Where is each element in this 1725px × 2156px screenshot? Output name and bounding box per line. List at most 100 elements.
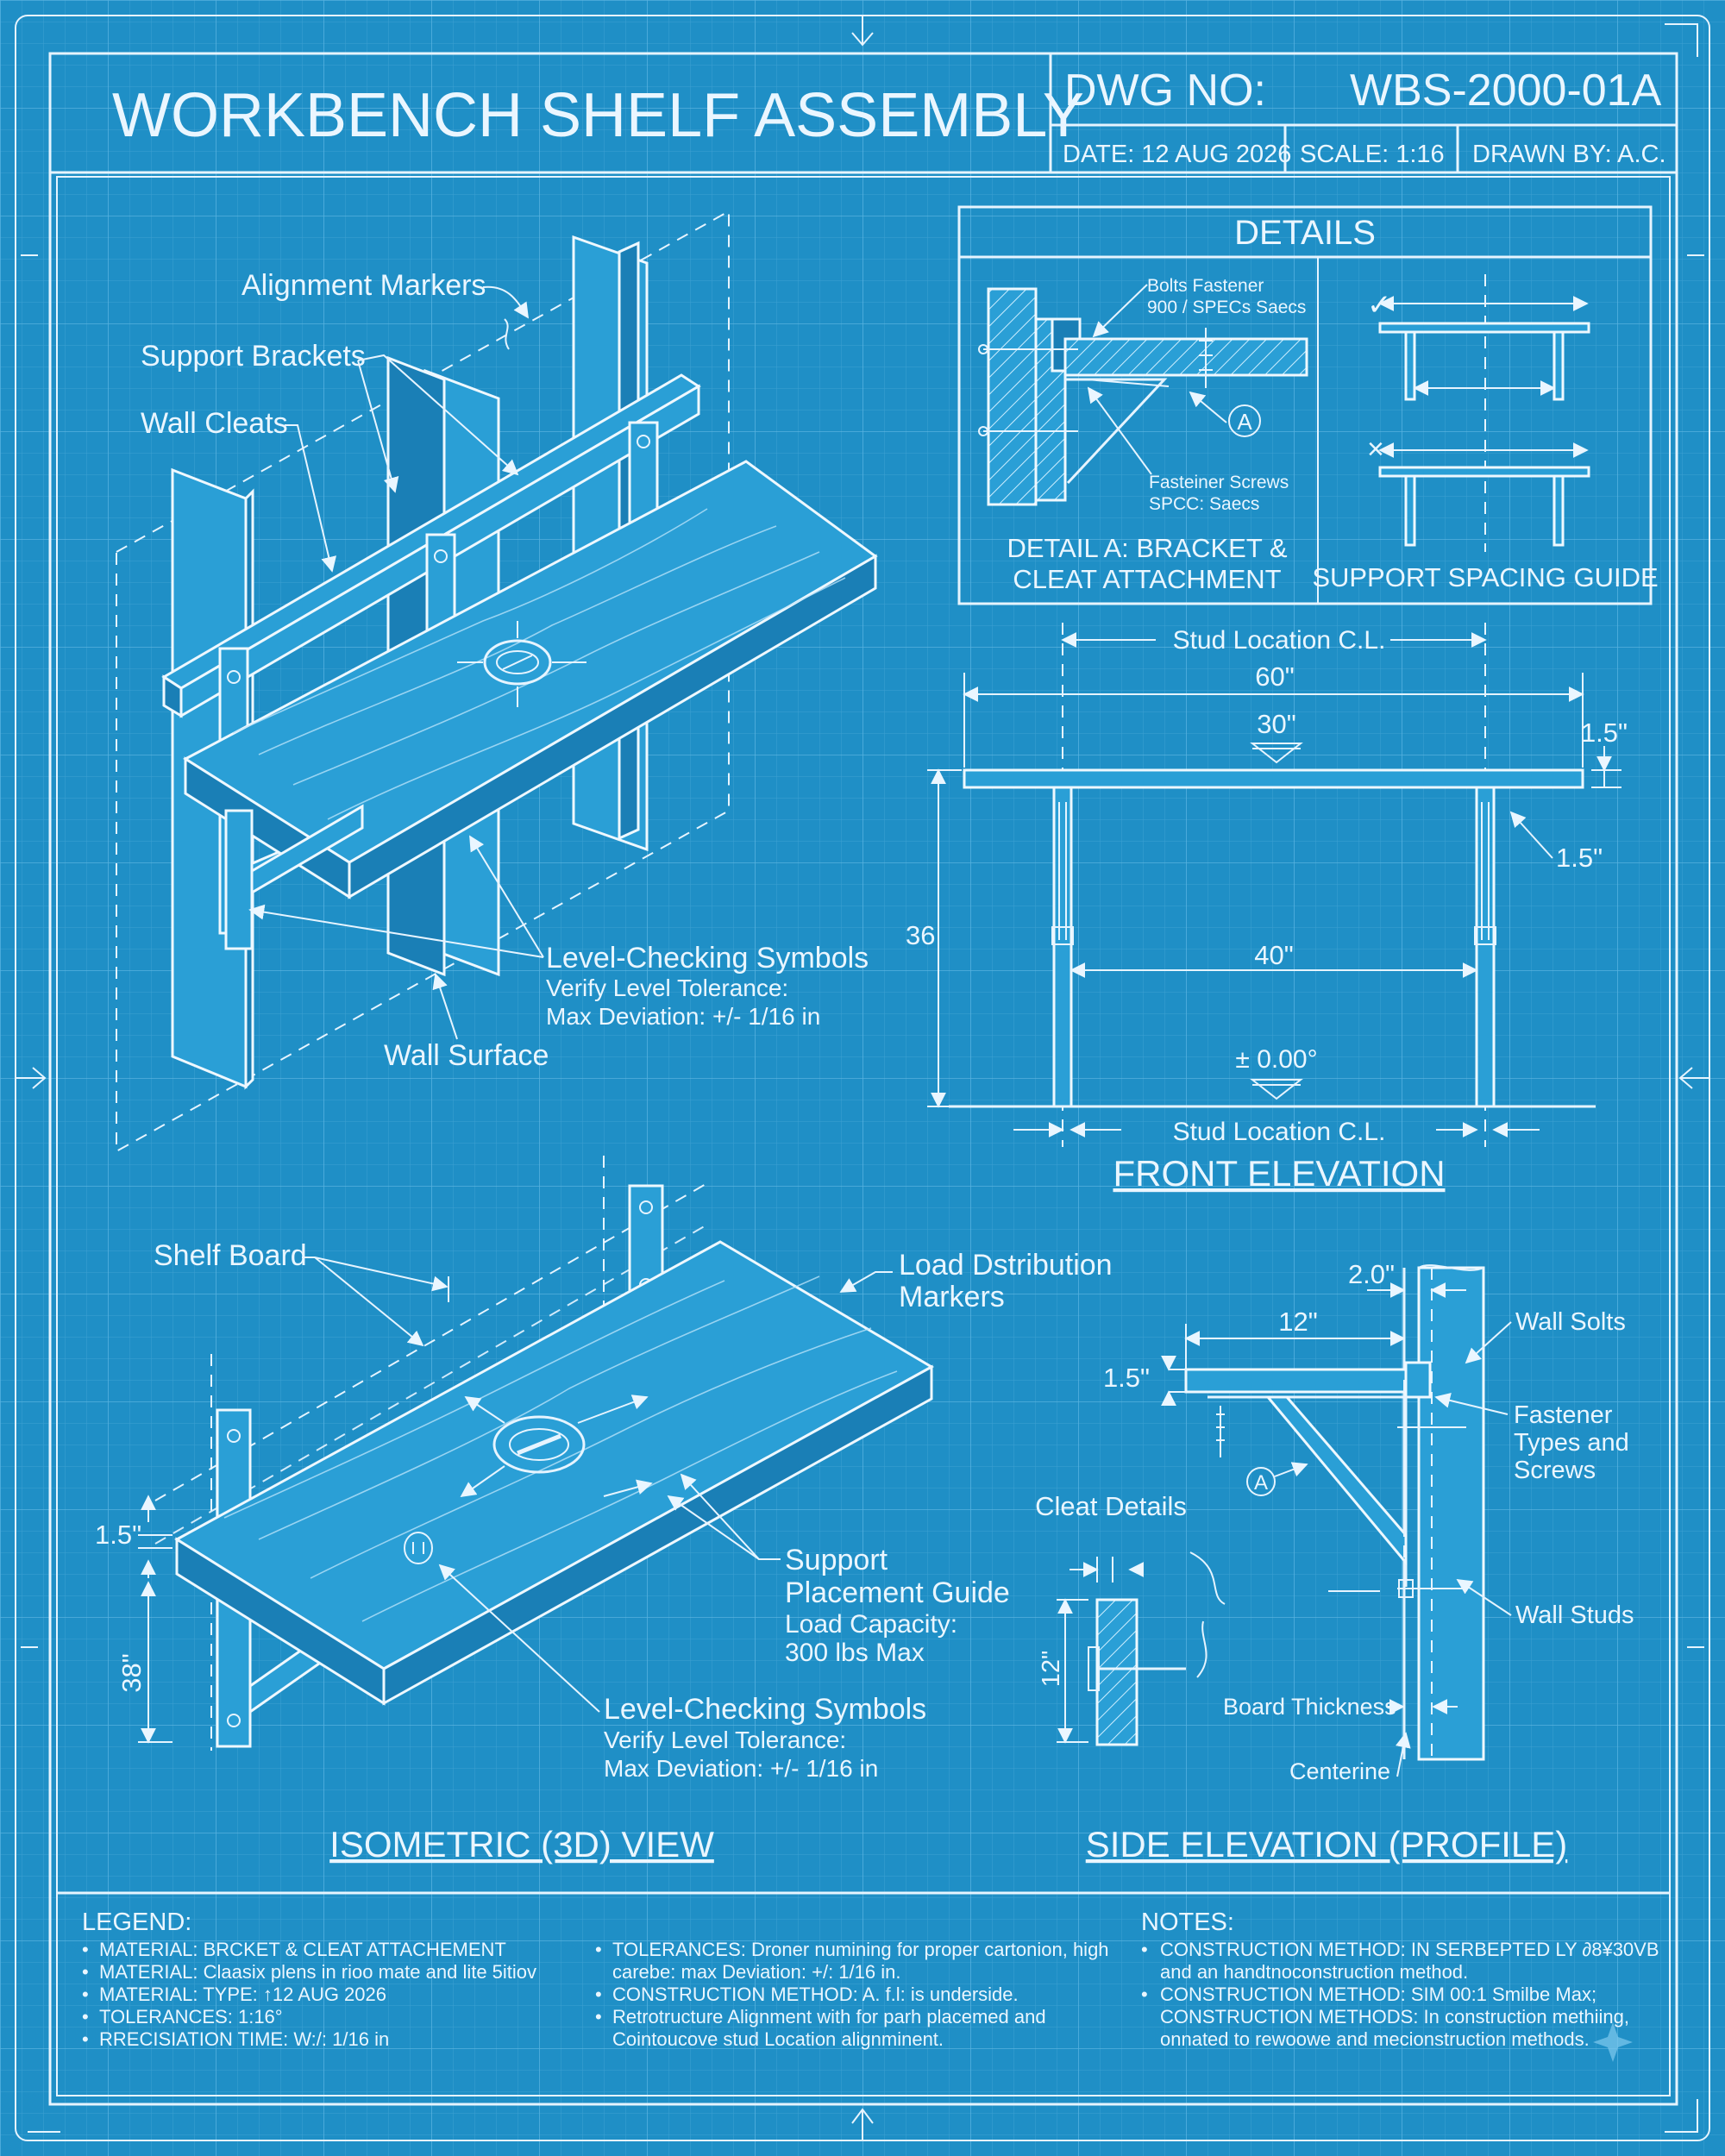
load-distribution-label-2: Markers bbox=[899, 1281, 1005, 1313]
dim-1-5-top: 1.5" bbox=[1581, 718, 1628, 748]
notes-item-3: CONSTRUCTION METHOD: SIM 00:1 Smilbe Max… bbox=[1160, 1984, 1596, 2005]
wall-surface-outline bbox=[116, 210, 730, 1153]
frame-center-ticks bbox=[16, 16, 1709, 2140]
sparkle-icon bbox=[1593, 2022, 1633, 2062]
legend-notes-panel: LEGEND: • MATERIAL: BRCKET & CLEAT ATTAC… bbox=[57, 1891, 1670, 2062]
support-placement-label-2: Placement Guide bbox=[785, 1576, 1010, 1609]
fastener-spec-note: SPCC: Saecs bbox=[1149, 494, 1259, 514]
level-symbols-label-iso: Level-Checking Symbols bbox=[604, 1693, 926, 1726]
drawn-by-field: DRAWN BY: A.C. bbox=[1472, 141, 1666, 168]
legend-bullet: • bbox=[595, 1939, 602, 1960]
legend-mid-item-3: CONSTRUCTION METHOD: A. f.l: is undersid… bbox=[612, 1984, 1019, 2005]
shelf-board-label: Shelf Board bbox=[154, 1239, 307, 1272]
alignment-markers-label: Alignment Markers bbox=[242, 269, 486, 302]
level-symbols-label-top: Level-Checking Symbols bbox=[546, 942, 869, 975]
wall-studs-label: Wall Studs bbox=[1515, 1601, 1634, 1629]
legend-mid-item-5: Cointoucove stud Location alignminent. bbox=[612, 2028, 944, 2050]
front-elevation: Stud Location C.L. 60" 30" 1.5" 1.5" 36 … bbox=[906, 623, 1628, 1194]
board-thickness-label: Board Thickness bbox=[1223, 1694, 1396, 1720]
drawing-title: WORKBENCH SHELF ASSEMBLY bbox=[112, 81, 1084, 150]
load-distribution-label-1: Load Dstribution bbox=[899, 1249, 1113, 1282]
side-elevation-caption: SIDE ELEVATION (PROFILE) bbox=[1086, 1824, 1568, 1865]
cleat-detail-drawing: 12" bbox=[1038, 1551, 1226, 1746]
dim-60: 60" bbox=[1255, 661, 1295, 692]
dim-2-0: 2.0" bbox=[1348, 1259, 1395, 1289]
fastener-screws-note: Fasteiner Screws bbox=[1149, 473, 1289, 492]
support-brackets-label: Support Brackets bbox=[141, 340, 366, 373]
dim-1-5-iso: 1.5" bbox=[95, 1520, 141, 1550]
load-capacity-label: Load Capacity: bbox=[785, 1610, 957, 1639]
dim-30: 30" bbox=[1257, 709, 1296, 739]
dim-38-iso: 38" bbox=[116, 1653, 147, 1693]
notes-item-4: CONSTRUCTION METHODS: In construction me… bbox=[1160, 2006, 1629, 2028]
detail-a-drawing: A Bolts Fastener 900 / SPECs Saecs Faste… bbox=[978, 276, 1308, 594]
dwg-no-label: DWG NO: bbox=[1064, 66, 1266, 116]
dim-40: 40" bbox=[1254, 940, 1294, 970]
notes-item-2: and an handtnoconstruction method. bbox=[1160, 1961, 1468, 1983]
wall-surface-label: Wall Surface bbox=[384, 1039, 549, 1072]
legend-header: LEGEND: bbox=[82, 1908, 191, 1936]
wall-solts-label: Wall Solts bbox=[1515, 1308, 1626, 1336]
notes-item-1: CONSTRUCTION METHOD: IN SERBEPTED LY ∂8¥… bbox=[1160, 1939, 1659, 1960]
bolts-fastener-note: Bolts Fastener bbox=[1147, 276, 1264, 296]
verify-tolerance-iso: Verify Level Tolerance: bbox=[604, 1727, 846, 1753]
level-zero-readout: ± 0.00° bbox=[1235, 1045, 1317, 1074]
date-field: DATE: 12 AUG 2026 bbox=[1063, 141, 1291, 168]
side-elevation: 2.0" 12" 1.5" Wall Solts Fastener Types … bbox=[1035, 1259, 1634, 1865]
legend-item-3: MATERIAL: TYPE: ↑12 AUG 2026 bbox=[99, 1984, 386, 2005]
notes-bullet: • bbox=[1141, 1984, 1148, 2005]
stud-cl-top-label: Stud Location C.L. bbox=[1173, 626, 1386, 655]
isometric-view-top: Alignment Markers Support Brackets Wall … bbox=[116, 210, 878, 1153]
max-deviation-iso: Max Deviation: +/- 1/16 in bbox=[604, 1755, 878, 1782]
dim-12-vertical: 12" bbox=[1038, 1651, 1065, 1688]
spacing-guide-caption: SUPPORT SPACING GUIDE bbox=[1312, 562, 1658, 592]
legend-mid-item-1: TOLERANCES: Droner numining for proper c… bbox=[612, 1939, 1109, 1960]
isometric-view-bottom: Shelf Board Load Dstribution Markers 1.5… bbox=[95, 1156, 1113, 1865]
detail-a-callout: A bbox=[1237, 409, 1252, 435]
dim-1-5-side-elev: 1.5" bbox=[1103, 1363, 1150, 1393]
side-callout-a: A bbox=[1254, 1471, 1268, 1495]
legend-bullet: • bbox=[595, 2006, 602, 2028]
shelf-profile bbox=[1184, 1368, 1408, 1394]
isometric-caption: ISOMETRIC (3D) VIEW bbox=[329, 1824, 714, 1865]
cleat-details-label: Cleat Details bbox=[1035, 1491, 1187, 1521]
level-datum-bottom bbox=[1250, 1079, 1303, 1100]
level-checking-symbol bbox=[457, 621, 586, 707]
fastener-label-1: Fastener bbox=[1514, 1401, 1613, 1429]
title-block: WORKBENCH SHELF ASSEMBLY DWG NO: WBS-200… bbox=[48, 52, 1678, 174]
dim-1-5-side: 1.5" bbox=[1556, 843, 1603, 873]
shelf-board-front bbox=[963, 768, 1584, 789]
legend-bullet: • bbox=[82, 2028, 89, 2050]
fastener-label-2: Types and bbox=[1514, 1429, 1629, 1457]
load-distribution-marker-icon bbox=[404, 1532, 433, 1564]
dwg-no-value: WBS-2000-01A bbox=[1350, 66, 1662, 116]
stud-cl-bottom-label: Stud Location C.L. bbox=[1173, 1118, 1386, 1146]
dim-12: 12" bbox=[1278, 1307, 1318, 1337]
notes-item-5: onnated to rewoowe and mecionstruction m… bbox=[1160, 2028, 1590, 2050]
fastener-label-3: Screws bbox=[1514, 1457, 1596, 1484]
scale-field: SCALE: 1:16 bbox=[1300, 141, 1445, 168]
legend-bullet: • bbox=[82, 1984, 89, 2005]
drawing-area-frame bbox=[56, 176, 1671, 2096]
legend-bullet: • bbox=[82, 1939, 89, 1960]
level-checking-symbol-iso bbox=[460, 1395, 653, 1498]
wall-cleats-label: Wall Cleats bbox=[141, 407, 288, 440]
details-header: DETAILS bbox=[1234, 214, 1376, 252]
centerline-label: Centerine bbox=[1289, 1758, 1390, 1784]
support-spacing-guide: ✓ × SUPPORT SPACING GUIDE bbox=[1312, 274, 1659, 592]
legend-mid-item-2: carebe: max Deviation: +/: 1/16 in. bbox=[612, 1961, 900, 1983]
legend-bullet: • bbox=[82, 2006, 89, 2028]
legend-item-5: RRECISIATION TIME: W:/: 1/16 in bbox=[99, 2028, 389, 2050]
legend-bullet: • bbox=[82, 1961, 89, 1983]
detail-a-caption-line1: DETAIL A: BRACKET & bbox=[1007, 533, 1287, 563]
details-panel: DETAILS A Bolts Fastener 900 / SPECs Sae… bbox=[957, 205, 1659, 605]
detail-a-caption-line2: CLEAT ATTACHMENT bbox=[1013, 564, 1281, 594]
load-capacity-value: 300 lbs Max bbox=[785, 1639, 925, 1667]
wall-stud-profile bbox=[1417, 1266, 1485, 1761]
dim-36: 36 bbox=[906, 920, 935, 950]
legend-bullet: • bbox=[595, 1984, 602, 2005]
verify-tolerance-top: Verify Level Tolerance: bbox=[546, 975, 788, 1001]
level-datum-top bbox=[1250, 743, 1303, 764]
